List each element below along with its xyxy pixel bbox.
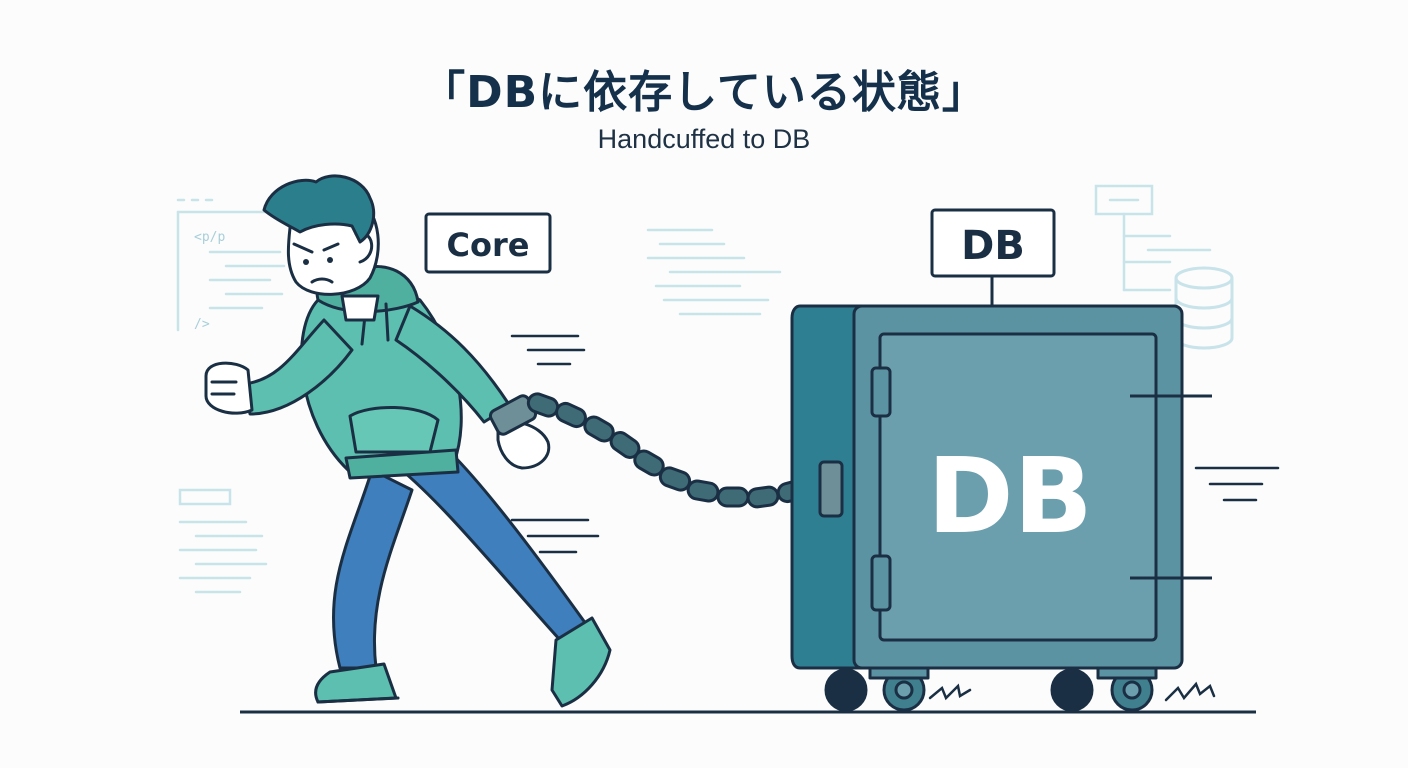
db-sign-text: DB	[961, 223, 1025, 269]
page-subtitle: Handcuffed to DB	[597, 124, 811, 154]
code-window-decoration	[176, 198, 286, 332]
chain	[526, 392, 834, 509]
code-tag-open-text: <p/p	[194, 230, 225, 245]
db-label-box: DB	[930, 208, 1056, 278]
code-tag-close-text: />	[194, 317, 210, 332]
developer-figure	[204, 174, 612, 708]
database-schema-decoration	[1094, 184, 1212, 292]
motion-lines	[510, 334, 1280, 554]
db-door-label: DB	[927, 435, 1093, 557]
code-lines-decoration	[646, 228, 782, 316]
core-label-box: Core	[424, 212, 552, 274]
core-label-text: Core	[447, 226, 530, 264]
page-title: 「DBに依存している状態」	[421, 67, 987, 118]
scuff-marks	[928, 681, 1216, 702]
database-safe	[790, 304, 1212, 712]
database-cylinder-icon	[1174, 266, 1234, 350]
code-block-decoration	[178, 488, 268, 594]
